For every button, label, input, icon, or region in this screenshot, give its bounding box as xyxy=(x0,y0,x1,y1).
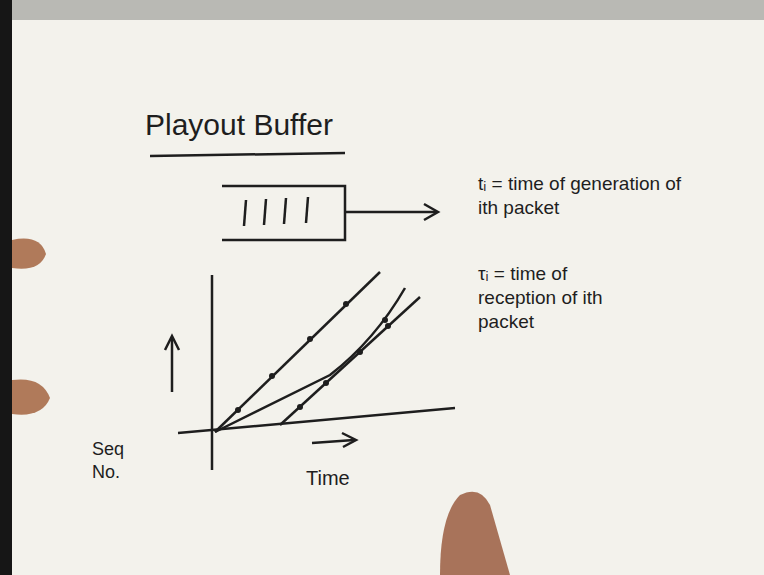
dot xyxy=(343,301,349,307)
buffer-packet xyxy=(264,199,266,225)
definition-note: tᵢ = time of generation of ith packet xyxy=(478,172,688,220)
dot xyxy=(235,407,241,413)
y-axis xyxy=(211,275,214,470)
reception-curve xyxy=(215,288,405,432)
dot xyxy=(269,373,275,379)
dot xyxy=(357,349,363,355)
axis-arrow xyxy=(171,338,174,392)
dot xyxy=(297,404,303,410)
arrowhead xyxy=(165,336,179,350)
hand-with-pen xyxy=(440,492,510,575)
arrowhead xyxy=(424,204,438,220)
playout-line xyxy=(280,297,420,425)
buffer-packet xyxy=(306,197,308,223)
dot xyxy=(307,336,313,342)
axis-label: Seq No. xyxy=(92,438,142,483)
dot xyxy=(382,317,388,323)
buffer-packet xyxy=(284,198,286,224)
hand-finger xyxy=(12,239,46,269)
title-underline xyxy=(150,153,345,156)
axis-label: Time xyxy=(306,466,386,491)
dot xyxy=(323,380,329,386)
buffer-box xyxy=(222,186,345,240)
definition-note: τᵢ = time of reception of ith packet xyxy=(478,262,628,333)
left-edge xyxy=(0,0,12,575)
arrowhead xyxy=(342,433,356,447)
title: Playout Buffer xyxy=(145,106,333,144)
axis-arrow xyxy=(312,440,354,443)
buffer-packet xyxy=(244,200,246,226)
output-arrow xyxy=(345,211,436,214)
top-band xyxy=(0,0,764,20)
hand-finger xyxy=(12,379,50,414)
dot xyxy=(385,323,391,329)
